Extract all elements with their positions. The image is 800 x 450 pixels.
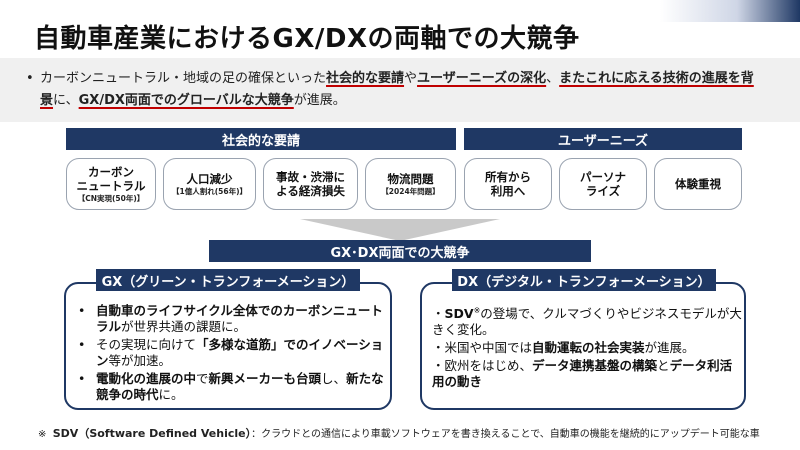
gx-item-bold: 電動化の進展の中 [96,371,197,386]
gx-item-bold: 新興メーカーも台頭 [208,371,322,386]
factor-label: 人口減少 [186,171,233,186]
dx-item-bold: 自動運転の社会実装 [532,340,645,356]
summary-bullet: • [26,71,34,86]
gx-item-text: し、 [321,371,347,386]
down-arrow-icon [300,219,500,241]
dx-item-bold: データ利活用の動き [432,358,733,390]
dx-panel [420,282,746,410]
factor-pill: 体験重視 [654,158,742,210]
factor-sublabel: 【2024年問題】 [381,186,440,196]
gx-item-bold: 「多様な道筋」でのイノベーション [96,337,384,368]
factor-label: パーソナ [580,170,626,184]
factor-sublabel: 【1億人割れ(56年)】 [171,186,247,196]
dx-item-text: と [657,358,670,374]
gx-item-bold: 新たな競争の時代 [96,371,384,402]
footnote-mark: ※ [38,429,47,440]
summary-highlight-competition: GX/DX両面でのグローバルな大競争 [78,93,294,108]
summary-highlight-tech: またこれに応える技術の進展を背景 [40,71,754,108]
dx-list-item: ・SDV※の登場で、クルマづくりやビジネスモデルが大きく変化。 [432,303,742,338]
gx-item-text: で [196,371,209,386]
dx-item-text: 米国や中国では [444,340,533,356]
gx-list-item: 自動車のライフサイクル全体でのカーボンニュートラルが世界共通の課題に。 [76,303,386,335]
dx-list-item: ・米国や中国では自動運転の社会実装が進展。 [432,340,742,356]
dx-item-text: の登場で、クルマづくりやビジネスモデルが大きく変化。 [432,306,742,338]
footnote-term: SDV（Software Defined Vehicle） [52,427,252,440]
page-title: 自動車産業におけるGX/DXの両軸での大競争 [34,24,580,54]
factor-pill: カーボン ニュートラル 【CN実現(50年)】 [66,158,156,210]
dx-item-marker: ・ [432,340,445,356]
gx-item-text: が世界共通の課題に。 [121,319,247,334]
summary-part: や [404,71,418,86]
summary-part: 、 [546,71,560,86]
gx-item-text: 等が加速。 [108,353,172,368]
factor-label: カーボン [88,164,134,179]
dx-panel-header: DX（デジタル・トランフォーメーション） [452,269,716,291]
summary-highlight-social: 社会的な要請 [326,71,405,86]
gx-item-text: その実現に向けて [96,337,197,352]
factor-label: 利用へ [490,184,526,198]
category-user-header: ユーザーニーズ [464,128,742,150]
factor-label: よる経済損失 [276,184,345,198]
factor-label: ライズ [585,184,621,198]
competition-banner: GX･DX両面での大競争 [209,240,591,262]
factor-label: 事故・渋滞に [276,170,345,184]
dx-item-marker: ・ [432,306,445,322]
summary-part: に、 [53,93,79,108]
summary-part: が進展。 [293,93,346,108]
factor-pill: パーソナ ライズ [559,158,647,210]
dx-list-item: ・欧州をはじめ、データ連携基盤の構築とデータ利活用の動き [432,358,742,390]
factor-sublabel: 【CN実現(50年)】 [77,193,145,203]
footnote: ※ SDV（Software Defined Vehicle）：クラウドとの通信… [38,425,760,441]
factor-label: 所有から [485,170,531,184]
gx-list-item: 電動化の進展の中で新興メーカーも台頭し、新たな競争の時代に。 [76,371,386,403]
dx-item-marker: ・ [432,358,445,374]
factor-pill: 所有から 利用へ [464,158,552,210]
summary-box: • カーボンニュートラル・地域の足の確保といった社会的な要請やユーザーニーズの深… [0,58,800,122]
dx-list: ・SDV※の登場で、クルマづくりやビジネスモデルが大きく変化。 ・米国や中国では… [432,303,742,392]
factor-pill: 物流問題 【2024年問題】 [365,158,456,210]
summary-highlight-user: ユーザーニーズの深化 [417,71,547,86]
dx-item-text: が進展。 [644,340,695,356]
summary-text: • カーボンニュートラル・地域の足の確保といった社会的な要請やユーザーニーズの深… [26,68,760,112]
factor-label: 物流問題 [387,171,434,186]
dx-item-bold: データ連携基盤の構築 [532,358,658,374]
gx-item-text: に。 [158,387,184,402]
gx-panel-header: GX（グリーン・トランフォーメーション） [96,269,360,291]
category-social-header: 社会的な要請 [66,128,456,150]
gx-list: 自動車のライフサイクル全体でのカーボンニュートラルが世界共通の課題に。 その実現… [76,303,386,405]
factor-label: ニュートラル [76,178,146,193]
gx-item-bold: 自動車のライフサイクル全体でのカーボンニュートラル [96,303,383,334]
dx-item-text: 欧州をはじめ、 [444,358,533,374]
gx-list-item: その実現に向けて「多様な道筋」でのイノベーション等が加速。 [76,337,386,369]
footnote-ref-mark: ※ [473,306,481,315]
summary-part: カーボンニュートラル・地域の足の確保といった [40,71,327,86]
factor-label: 体験重視 [675,177,721,191]
dx-item-bold: SDV [444,306,474,322]
footnote-text: ：クラウドとの通信により車載ソフトウェアを書き換えることで、自動車の機能を継続的… [251,429,760,440]
corner-accent-bar [660,0,800,22]
factor-pill: 人口減少 【1億人割れ(56年)】 [163,158,256,210]
factor-pill: 事故・渋滞に よる経済損失 [263,158,358,210]
